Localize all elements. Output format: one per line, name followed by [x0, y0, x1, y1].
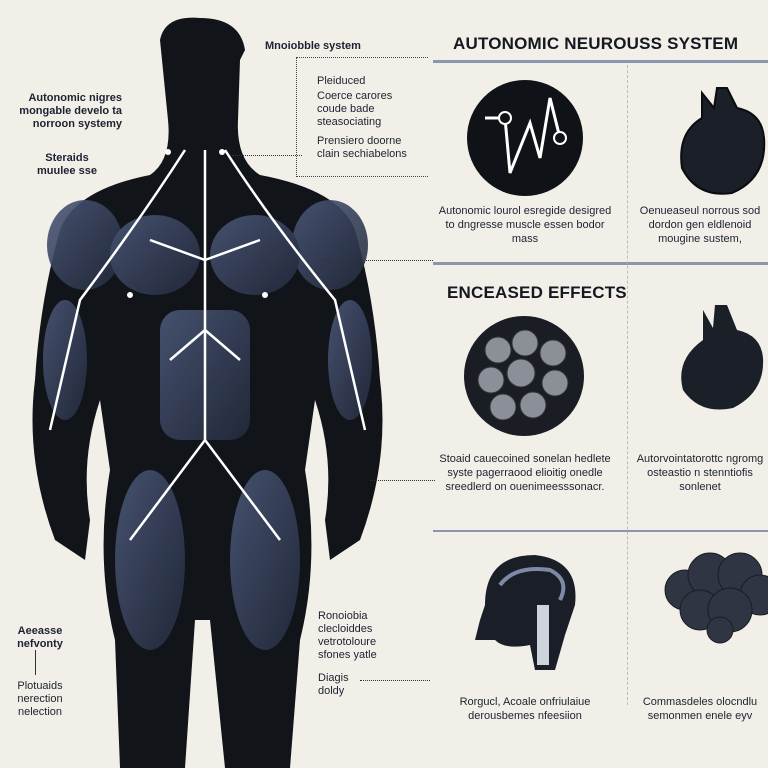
- heart-icon: [681, 305, 764, 410]
- label-pleiduced: Pleiduced: [317, 75, 366, 87]
- label-access: Aeeasse nefvonty: [17, 625, 63, 650]
- card-caption: Stoaid cauecoined sonelan hedlete syste …: [439, 453, 611, 493]
- connector-line: [232, 155, 302, 156]
- label-prensiero: Prensiero doorne clain sechiabelons: [317, 135, 407, 160]
- nerve-line: [149, 238, 261, 361]
- nerve-line: [48, 149, 367, 431]
- label-plotuaids: Plotuaids nerection nelection: [17, 680, 63, 718]
- section-title-autonomic: AUTONOMIC NEUROUSS SYSTEM: [453, 34, 739, 53]
- column-divider: [627, 65, 628, 705]
- right-shoulder-muscle: [292, 200, 368, 290]
- left-chest-muscle: [110, 215, 200, 295]
- card-caption: Rorgucl, Acoale onfriulaiue derousbemes …: [459, 696, 591, 722]
- head-brain-icon: [475, 555, 576, 670]
- cell-cluster-icon: [464, 316, 584, 436]
- label-autonomic: Autonomic nigres mongable develo ta norr…: [19, 92, 122, 130]
- connector-line: [360, 680, 430, 681]
- label-steroids: Steraids muulee sse: [37, 152, 97, 177]
- section-divider: [433, 262, 768, 265]
- brain-icon: [664, 552, 768, 644]
- callout-box: [296, 57, 428, 177]
- section-title-effects: ENCEASED EFFECTS: [447, 283, 627, 302]
- label-diagis: Diagis doldy: [318, 672, 349, 697]
- card-caption: Commasdeles olocndlu semonmen enele eyv: [642, 696, 758, 722]
- section-divider: [433, 60, 768, 63]
- label-ronoiobia: Ronoiobia clecloiddes vetrotoloure sfone…: [318, 610, 377, 661]
- card-caption: Oenueaseul norrous sod dordon gen eldlen…: [639, 205, 761, 245]
- connector-line: [35, 650, 36, 675]
- heart-icon: [680, 87, 766, 195]
- card-caption: Autonomic lourol esregide desigred to dn…: [438, 205, 612, 245]
- nerve-line: [129, 150, 281, 541]
- connector-line: [370, 480, 435, 481]
- nerve-network-icon: [467, 80, 583, 196]
- human-body-illustration: [32, 17, 383, 768]
- card-caption: Autorvointatorottc ngromg osteastio n st…: [636, 453, 764, 493]
- connector-line: [318, 260, 433, 261]
- label-system-title: Mnoiobble system: [265, 40, 361, 52]
- section-divider: [433, 530, 768, 532]
- right-chest-muscle: [210, 215, 300, 295]
- label-coerce: Coerce carores coude bade steasociating: [317, 90, 393, 128]
